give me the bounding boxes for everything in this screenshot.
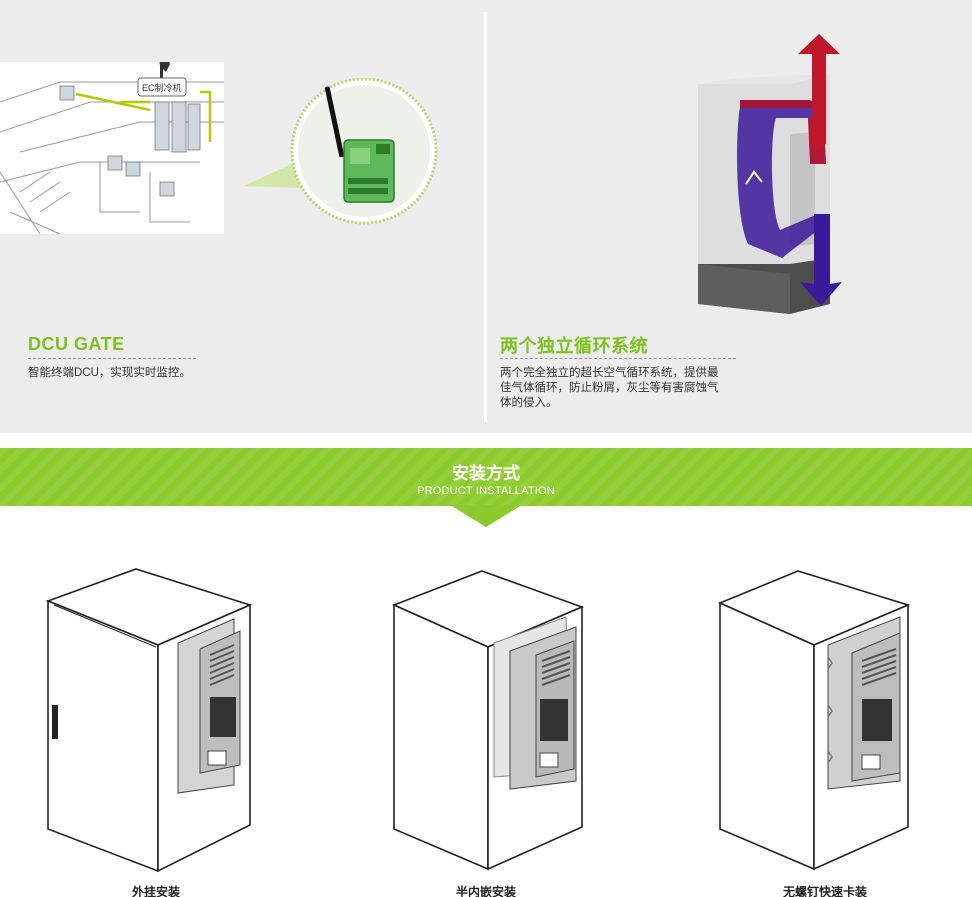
feature-rule bbox=[28, 358, 196, 359]
installation-label-external: 外挂安装 bbox=[131, 885, 180, 897]
section-title: 安装方式 bbox=[452, 464, 520, 483]
feature-desc-dcu-gate: 智能终端DCU，实现实时监控。 bbox=[28, 367, 191, 379]
diagram-label: EC制冷机 bbox=[142, 82, 182, 93]
feature-title-dcu-gate: DCU GATE bbox=[28, 334, 125, 354]
desc-line: 佳气体循环，防止粉屑，灰尘等有害腐蚀气 bbox=[500, 382, 719, 394]
dcu-gate-bubble bbox=[244, 78, 438, 225]
installation-label-semi-embedded: 半内嵌安装 bbox=[455, 885, 516, 897]
desc-line: 体的侵入。 bbox=[500, 397, 558, 409]
feature-title-dual-circulation: 两个独立循环系统 bbox=[500, 336, 648, 356]
network-diagram: EC制冷机 bbox=[0, 62, 224, 234]
panel-divider bbox=[484, 12, 487, 422]
desc-line: 两个完全独立的超长空气循环系统，提供最 bbox=[500, 367, 719, 379]
section-banner-arrow bbox=[450, 505, 522, 527]
installation-external-illustration bbox=[45, 568, 253, 873]
section-banner bbox=[0, 448, 972, 506]
feature-rule bbox=[500, 358, 736, 359]
feature-desc-dual-circulation: 两个完全独立的超长空气循环系统，提供最 佳气体循环，防止粉屑，灰尘等有害腐蚀气 … bbox=[500, 366, 740, 411]
installation-label-quick-clip: 无螺钉快速卡装 bbox=[782, 885, 867, 897]
installation-semi-embedded-illustration bbox=[391, 570, 585, 871]
installation-quick-clip-illustration bbox=[717, 570, 911, 871]
dual-circulation-illustration bbox=[698, 34, 842, 314]
section-subtitle: PRODUCT INSTALLATION bbox=[417, 485, 555, 497]
